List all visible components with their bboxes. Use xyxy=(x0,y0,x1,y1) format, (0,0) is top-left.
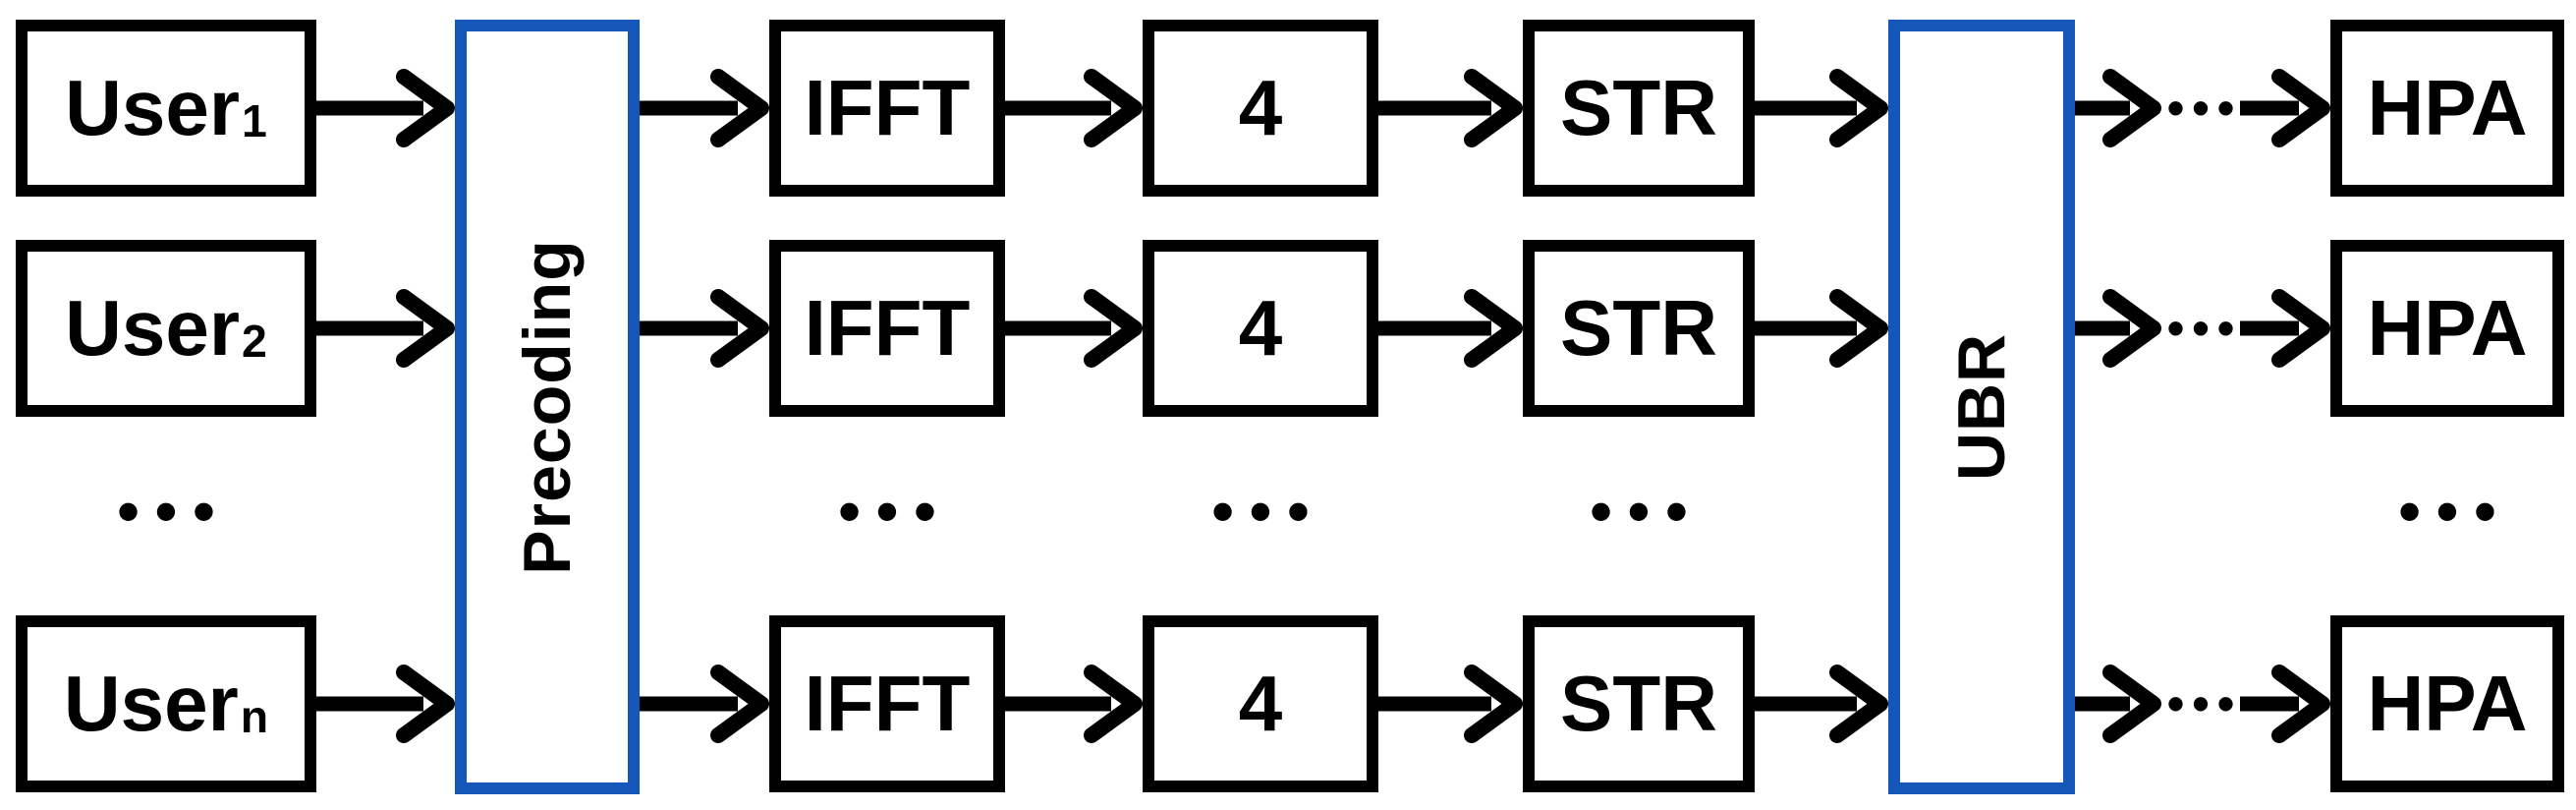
ubr-block: UBR xyxy=(1888,20,2075,794)
str-block-row1: STR xyxy=(1523,20,1755,197)
flow-arrow xyxy=(316,69,455,147)
flow-arrow xyxy=(1005,289,1143,368)
upsample-label: 4 xyxy=(1238,64,1283,151)
hpa-block-row2: HPA xyxy=(2330,240,2564,417)
ifft-label: IFFT xyxy=(804,64,971,151)
user1-label: User xyxy=(65,64,241,151)
continuation-dots: ••• xyxy=(2166,676,2243,731)
flow-arrow xyxy=(316,665,455,743)
ifft-block-row2: IFFT xyxy=(769,240,1005,417)
column-ellipsis-users: ••• xyxy=(117,476,231,547)
ifft-label: IFFT xyxy=(804,660,971,747)
flow-arrow xyxy=(2240,69,2330,147)
flow-arrow xyxy=(1005,665,1143,743)
flow-arrow xyxy=(1378,69,1523,147)
str-label: STR xyxy=(1560,660,1717,747)
upsample-block-row2: 4 xyxy=(1143,240,1378,417)
flow-arrow xyxy=(2240,665,2330,743)
flow-arrow xyxy=(316,289,455,368)
usern-subscript: n xyxy=(240,690,269,742)
str-block-rown: STR xyxy=(1523,615,1755,792)
flow-arrow xyxy=(1755,69,1888,147)
flow-arrow xyxy=(1378,289,1523,368)
str-label: STR xyxy=(1560,284,1717,372)
upsample-block-row1: 4 xyxy=(1143,20,1378,197)
flow-arrow xyxy=(1755,665,1888,743)
flow-arrow xyxy=(640,69,769,147)
upsample-label: 4 xyxy=(1238,660,1283,747)
flow-arrow xyxy=(1378,665,1523,743)
user2-subscript: 2 xyxy=(242,315,267,367)
precoding-block: Precoding xyxy=(455,20,640,794)
hpa-label: HPA xyxy=(2367,284,2528,372)
hpa-label: HPA xyxy=(2367,660,2528,747)
column-ellipsis-str: ••• xyxy=(1590,476,1704,547)
flow-arrow xyxy=(2075,289,2161,368)
str-block-row2: STR xyxy=(1523,240,1755,417)
upsample-block-rown: 4 xyxy=(1143,615,1378,792)
user1-subscript: 1 xyxy=(242,94,267,146)
ifft-label: IFFT xyxy=(804,284,971,372)
usern-label: User xyxy=(63,660,239,747)
upsample-label: 4 xyxy=(1238,284,1283,372)
column-ellipsis-upsample: ••• xyxy=(1211,476,1325,547)
hpa-block-row1: HPA xyxy=(2330,20,2564,197)
user2-label: User xyxy=(65,284,241,372)
ifft-block-rown: IFFT xyxy=(769,615,1005,792)
flow-arrow xyxy=(2075,665,2161,743)
flow-arrow xyxy=(1755,289,1888,368)
flow-arrow xyxy=(2075,69,2161,147)
column-ellipsis-ifft: ••• xyxy=(838,476,952,547)
flow-arrow xyxy=(2240,289,2330,368)
continuation-dots: ••• xyxy=(2166,301,2243,356)
str-label: STR xyxy=(1560,64,1717,151)
column-ellipsis-hpa: ••• xyxy=(2398,476,2512,547)
hpa-block-rown: HPA xyxy=(2330,615,2564,792)
flow-arrow xyxy=(640,289,769,368)
hpa-label: HPA xyxy=(2367,64,2528,151)
ifft-block-row1: IFFT xyxy=(769,20,1005,197)
ubr-label: UBR xyxy=(1943,332,2019,482)
precoding-label: Precoding xyxy=(510,239,585,575)
continuation-dots: ••• xyxy=(2166,81,2243,136)
flow-arrow xyxy=(640,665,769,743)
flow-arrow xyxy=(1005,69,1143,147)
